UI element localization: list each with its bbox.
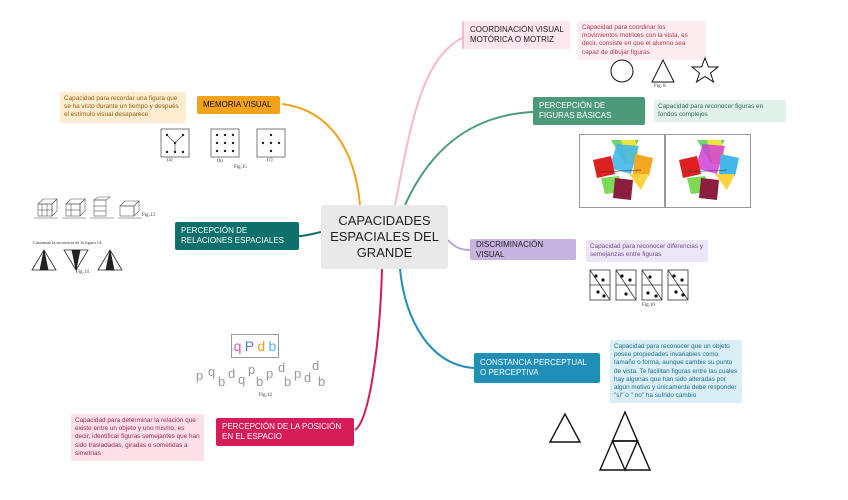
star-shape: [690, 56, 720, 84]
branch-constancia-perceptual[interactable]: CONSTANCIA PERCEPTUAL O PERCEPTIVA: [474, 353, 600, 383]
memory-fig-c-label: (c): [267, 158, 273, 163]
svg-text:p: p: [266, 366, 273, 381]
note-discriminacion-visual: Capacidad para reconocer diferencias y s…: [586, 240, 708, 263]
note-coordinacion-visual-motora: Capacidad para coordinar los movimientos…: [578, 21, 706, 60]
svg-text:d: d: [312, 358, 319, 373]
svg-text:b: b: [318, 374, 325, 389]
branch-discriminacion-visual[interactable]: DISCRIMINACIÓN VISUAL: [470, 239, 576, 260]
note-memoria-visual: Capacidad para recordar una figura que s…: [60, 92, 186, 123]
branch-coordinacion-visual-motora[interactable]: COORDINACIÓN VISUAL MOTÓRICA O MOTRIZ: [462, 21, 570, 49]
figure-basic-shapes: [610, 56, 720, 84]
svg-text:b: b: [256, 374, 263, 389]
fig14-label: Fig.14: [76, 270, 89, 275]
branch-figuras-basicas[interactable]: PERCEPCIÓN DE FIGURAS BÁSICAS: [533, 97, 645, 125]
svg-text:p: p: [294, 366, 301, 381]
link-posicion: [354, 268, 383, 431]
branch-relaciones-espaciales-label: PERCEPCIÓN DE RELACIONES ESPACIALES: [181, 226, 284, 245]
figure-triangles: [548, 410, 652, 472]
figure-triangle-sequence: [31, 249, 123, 271]
branch-memoria-visual-label: MEMORIA VISUAL: [203, 100, 272, 109]
central-topic-label: CAPACIDADES ESPACIALES DEL GRANDE: [330, 213, 439, 260]
branch-posicion-espacio-label: PERCEPCIÓN DE LA POSICIÓN EN EL ESPACIO: [222, 422, 342, 441]
link-visual-motora: [394, 37, 463, 206]
memory-fig-a-label: (a): [167, 158, 173, 163]
branch-relaciones-espaciales[interactable]: PERCEPCIÓN DE RELACIONES ESPACIALES: [175, 222, 299, 250]
circle-shape: [610, 59, 634, 83]
svg-text:b: b: [218, 374, 225, 389]
branch-posicion-espacio[interactable]: PERCEPCIÓN DE LA POSICIÓN EN EL ESPACIO: [216, 418, 354, 446]
puzzle-right: [679, 140, 739, 200]
svg-text:p: p: [248, 362, 255, 377]
fig8-label: Fig. 8: [654, 84, 666, 89]
figure-dice-cards: [589, 269, 689, 301]
figure-memory-grids: [160, 128, 286, 158]
svg-text:d: d: [228, 366, 235, 381]
branch-memoria-visual[interactable]: MEMORIA VISUAL: [197, 96, 280, 114]
svg-text:b: b: [284, 374, 291, 389]
fig10-label: Fig.10: [642, 303, 655, 308]
note-figuras-basicas: Capacidad para reconocer figuras en fond…: [654, 100, 786, 123]
letter-q: q: [233, 338, 242, 354]
note-discriminacion-visual-text: Capacidad para reconocer diferencias y s…: [590, 243, 703, 259]
note-figuras-basicas-text: Capacidad para reconocer figuras en fond…: [658, 103, 764, 119]
branch-coordinacion-visual-motora-label: COORDINACIÓN VISUAL MOTÓRICA O MOTRIZ: [470, 25, 564, 44]
fig13-label: Fig.13: [142, 213, 155, 218]
central-topic[interactable]: CAPACIDADES ESPACIALES DEL GRANDE: [321, 205, 448, 269]
fig15-label: Fig.15: [234, 165, 247, 170]
branch-discriminacion-visual-label: DISCRIMINACIÓN VISUAL: [476, 239, 544, 259]
link-memoria: [281, 103, 361, 206]
link-figuras-basicas: [404, 111, 534, 206]
figure-cubes: [34, 196, 142, 219]
link-relaciones: [298, 231, 322, 237]
small-triangle: [548, 412, 582, 443]
fig12-label: Fig.12: [259, 393, 272, 398]
triangle-shape: [651, 58, 675, 83]
letter-d: d: [257, 338, 266, 354]
note-coordinacion-visual-motora-text: Capacidad para coordinar los movimientos…: [582, 24, 688, 56]
branch-figuras-basicas-label: PERCEPCIÓN DE FIGURAS BÁSICAS: [539, 101, 612, 120]
branch-constancia-perceptual-label: CONSTANCIA PERCEPTUAL O PERCEPTIVA: [480, 358, 587, 377]
note-memoria-visual-text: Capacidad para recordar una figura que s…: [64, 95, 179, 119]
svg-text:d: d: [278, 360, 285, 375]
svg-text:d: d: [304, 370, 311, 385]
subdivided-triangle: [598, 410, 652, 472]
note-constancia-perceptual-text: Capacidad para reconocer que un objeto p…: [614, 343, 738, 400]
link-discriminacion: [447, 239, 471, 251]
svg-text:p: p: [196, 368, 203, 383]
link-constancia: [399, 268, 475, 369]
letter-p: P: [244, 338, 255, 354]
letter-b: b: [268, 338, 277, 354]
memory-fig-b-label: (b): [217, 159, 223, 164]
svg-text:q: q: [208, 364, 215, 379]
letters-reference-box: q P d b: [231, 334, 279, 358]
figure-ground-puzzle: [579, 134, 751, 208]
puzzle-left: [593, 140, 653, 200]
note-posicion-espacio-text: Capacidad para determinar la relación qu…: [75, 417, 200, 457]
svg-text:q: q: [238, 372, 245, 387]
note-constancia-perceptual: Capacidad para reconocer que un objeto p…: [610, 340, 742, 404]
sequence-caption: Continuar la secuencia de la figura 14: [33, 240, 102, 245]
note-posicion-espacio: Capacidad para determinar la relación qu…: [71, 414, 204, 462]
